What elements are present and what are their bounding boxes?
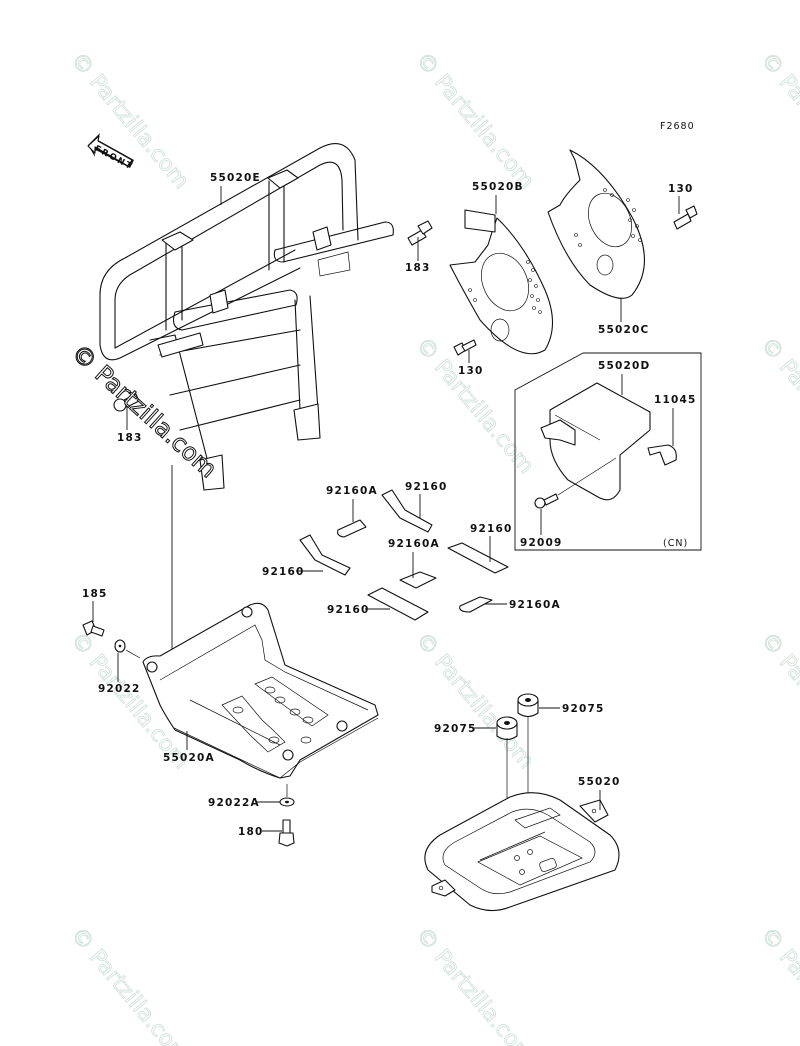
label-92160: 92160 [470, 523, 513, 535]
label-92160: 92160 [262, 566, 305, 578]
label-92160A: 92160A [388, 538, 440, 550]
part-92160A-pad[interactable] [337, 519, 367, 538]
label-55020C: 55020C [598, 324, 649, 336]
label-55020: 55020 [578, 776, 621, 788]
label-55020D: 55020D [598, 360, 650, 372]
part-11045-bracket[interactable] [647, 444, 677, 466]
watermark: © Partzilla.com [410, 48, 538, 194]
part-92022A-washer[interactable] [279, 797, 295, 807]
inset-region-code: (CN) [663, 538, 688, 549]
part-55020B-brake-guard[interactable] [449, 209, 553, 355]
label-92075: 92075 [434, 723, 477, 735]
part-92022-washer[interactable] [114, 639, 126, 653]
part-55020A-skid-plate[interactable] [142, 602, 379, 779]
part-92160-pad[interactable] [367, 587, 429, 621]
label-130: 130 [668, 183, 694, 195]
label-180: 180 [238, 826, 264, 838]
label-92022: 92022 [98, 683, 141, 695]
watermark: © Partzilla.com [755, 628, 800, 774]
watermark: © Partzilla.com [65, 923, 193, 1046]
part-92075-damper[interactable] [517, 693, 539, 718]
part-92160A-pad[interactable] [459, 596, 493, 613]
part-183-bolt[interactable] [113, 393, 140, 412]
label-92160A: 92160A [509, 599, 561, 611]
label-183: 183 [405, 262, 431, 274]
part-92160-pad[interactable] [381, 489, 433, 533]
inset-box-cn [514, 352, 702, 551]
watermark-dark: © Partzilla.com [66, 339, 222, 484]
label-130: 130 [458, 365, 484, 377]
part-92160-pad[interactable] [299, 534, 351, 576]
part-92160A-pad[interactable] [399, 571, 437, 589]
part-130-bolt[interactable] [673, 205, 698, 230]
label-92022A: 92022A [208, 797, 260, 809]
label-55020A: 55020A [163, 752, 215, 764]
part-55020D-guard[interactable] [540, 382, 651, 501]
watermark: © Partzilla.com [755, 48, 800, 194]
watermark: © Partzilla.com [755, 923, 800, 1046]
part-55020C-brake-guard[interactable] [547, 149, 645, 299]
label-92160: 92160 [327, 604, 370, 616]
label-183: 183 [117, 432, 143, 444]
part-183-bolt[interactable] [407, 220, 433, 246]
part-55020E-bumper[interactable] [99, 143, 394, 491]
part-185-bolt[interactable] [82, 620, 105, 637]
part-92075-damper[interactable] [496, 716, 518, 741]
watermark: © Partzilla.com [410, 923, 538, 1046]
part-92160-pad[interactable] [447, 542, 509, 574]
label-11045: 11045 [654, 394, 697, 406]
figure-code: F2680 [660, 121, 695, 132]
part-180-bolt[interactable] [278, 819, 295, 847]
label-55020E: 55020E [210, 172, 261, 184]
watermark: © Partzilla.com [755, 333, 800, 479]
front-arrow-icon: FRONT [87, 133, 135, 173]
label-55020B: 55020B [472, 181, 524, 193]
label-92160: 92160 [405, 481, 448, 493]
part-92009-screw[interactable] [534, 493, 559, 509]
label-92009: 92009 [520, 537, 563, 549]
part-55020-battery-tray[interactable] [424, 792, 620, 912]
label-92075: 92075 [562, 703, 605, 715]
part-130-bolt[interactable] [453, 339, 477, 356]
label-92160A: 92160A [326, 485, 378, 497]
label-185: 185 [82, 588, 108, 600]
watermark: © Partzilla.com [410, 333, 538, 479]
